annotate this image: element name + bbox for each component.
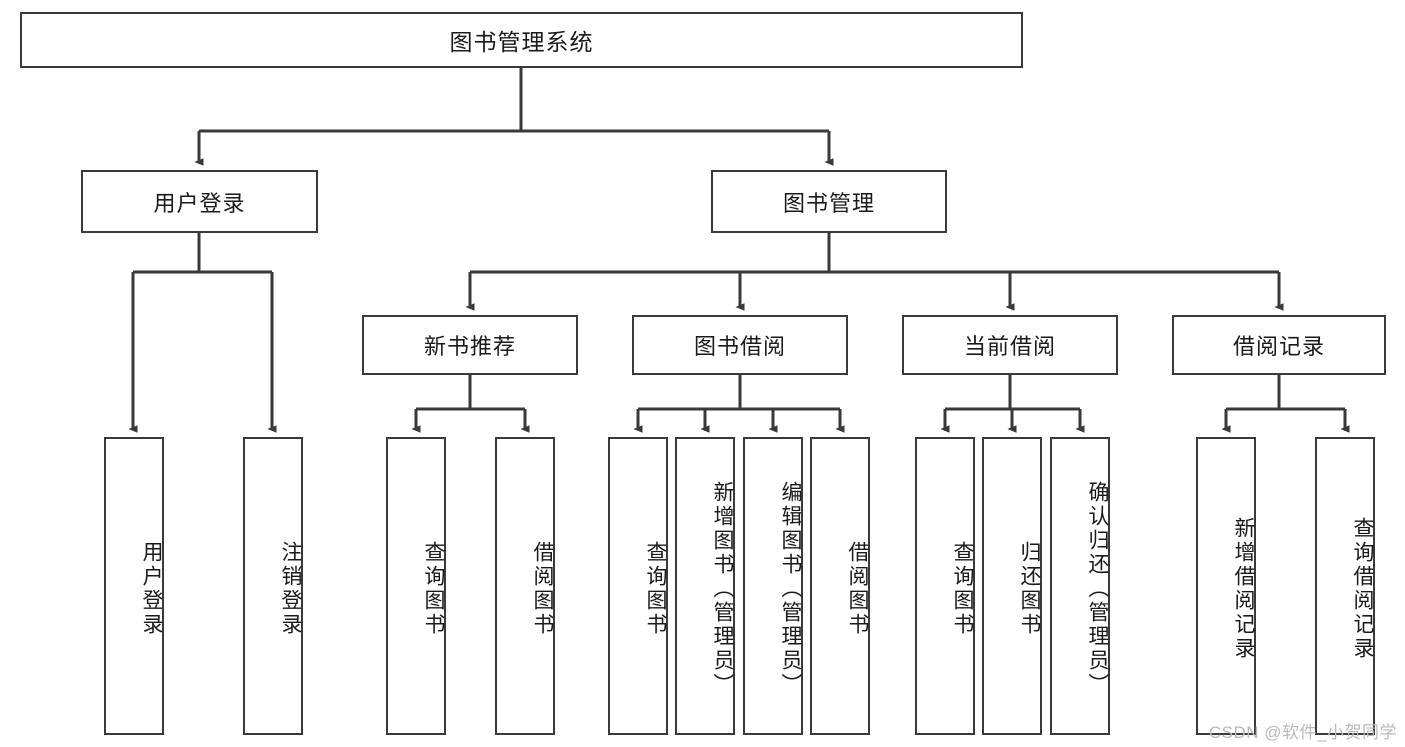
leaf-label: 借阅图书 <box>531 541 554 637</box>
leaf-label: 查询图书 <box>644 541 667 637</box>
leaf-user-login-signout[interactable]: 注销登录 <box>243 437 303 735</box>
node-root[interactable]: 图书管理系统 <box>20 12 1023 68</box>
leaf-label: 新增借阅记录 <box>1232 517 1255 661</box>
leaf-current-query-book[interactable]: 查询图书 <box>915 437 975 735</box>
leaf-label: 归还图书 <box>1018 541 1041 637</box>
leaf-user-login-signin[interactable]: 用户登录 <box>104 437 164 735</box>
node-current-borrow-label: 当前借阅 <box>963 334 1056 359</box>
node-user-login-label: 用户登录 <box>153 190 246 216</box>
leaf-label: 注销登录 <box>279 541 302 637</box>
node-book-borrow[interactable]: 图书借阅 <box>632 315 848 375</box>
leaf-new-book-borrow[interactable]: 借阅图书 <box>495 437 555 735</box>
leaf-record-query[interactable]: 查询借阅记录 <box>1315 437 1375 735</box>
leaf-label: 用户登录 <box>140 541 163 637</box>
node-new-book-recommend-label: 新书推荐 <box>423 334 516 359</box>
node-book-management-label: 图书管理 <box>782 190 875 216</box>
leaf-label: 查询借阅记录 <box>1351 517 1374 661</box>
leaf-label: 编辑图书（管理员） <box>779 481 802 697</box>
leaf-borrow-add-book[interactable]: 新增图书（管理员） <box>675 437 735 735</box>
node-current-borrow[interactable]: 当前借阅 <box>902 315 1118 375</box>
leaf-label: 新增图书（管理员） <box>711 481 734 697</box>
leaf-label: 确认归还（管理员） <box>1086 481 1109 697</box>
leaf-label: 查询图书 <box>422 541 445 637</box>
leaf-new-book-query[interactable]: 查询图书 <box>386 437 446 735</box>
leaf-current-confirm-return[interactable]: 确认归还（管理员） <box>1050 437 1110 735</box>
leaf-label: 借阅图书 <box>846 541 869 637</box>
node-new-book-recommend[interactable]: 新书推荐 <box>362 315 578 375</box>
node-book-borrow-label: 图书借阅 <box>693 334 786 359</box>
leaf-borrow-query-book[interactable]: 查询图书 <box>608 437 668 735</box>
node-borrow-record[interactable]: 借阅记录 <box>1172 315 1386 375</box>
leaf-label: 查询图书 <box>951 541 974 637</box>
node-borrow-record-label: 借阅记录 <box>1232 334 1325 359</box>
node-book-management[interactable]: 图书管理 <box>711 170 947 233</box>
leaf-borrow-edit-book[interactable]: 编辑图书（管理员） <box>743 437 803 735</box>
leaf-current-return-book[interactable]: 归还图书 <box>982 437 1042 735</box>
leaf-borrow-borrow-book[interactable]: 借阅图书 <box>810 437 870 735</box>
node-root-label: 图书管理系统 <box>449 29 594 55</box>
node-user-login[interactable]: 用户登录 <box>81 170 318 233</box>
leaf-record-add[interactable]: 新增借阅记录 <box>1196 437 1256 735</box>
